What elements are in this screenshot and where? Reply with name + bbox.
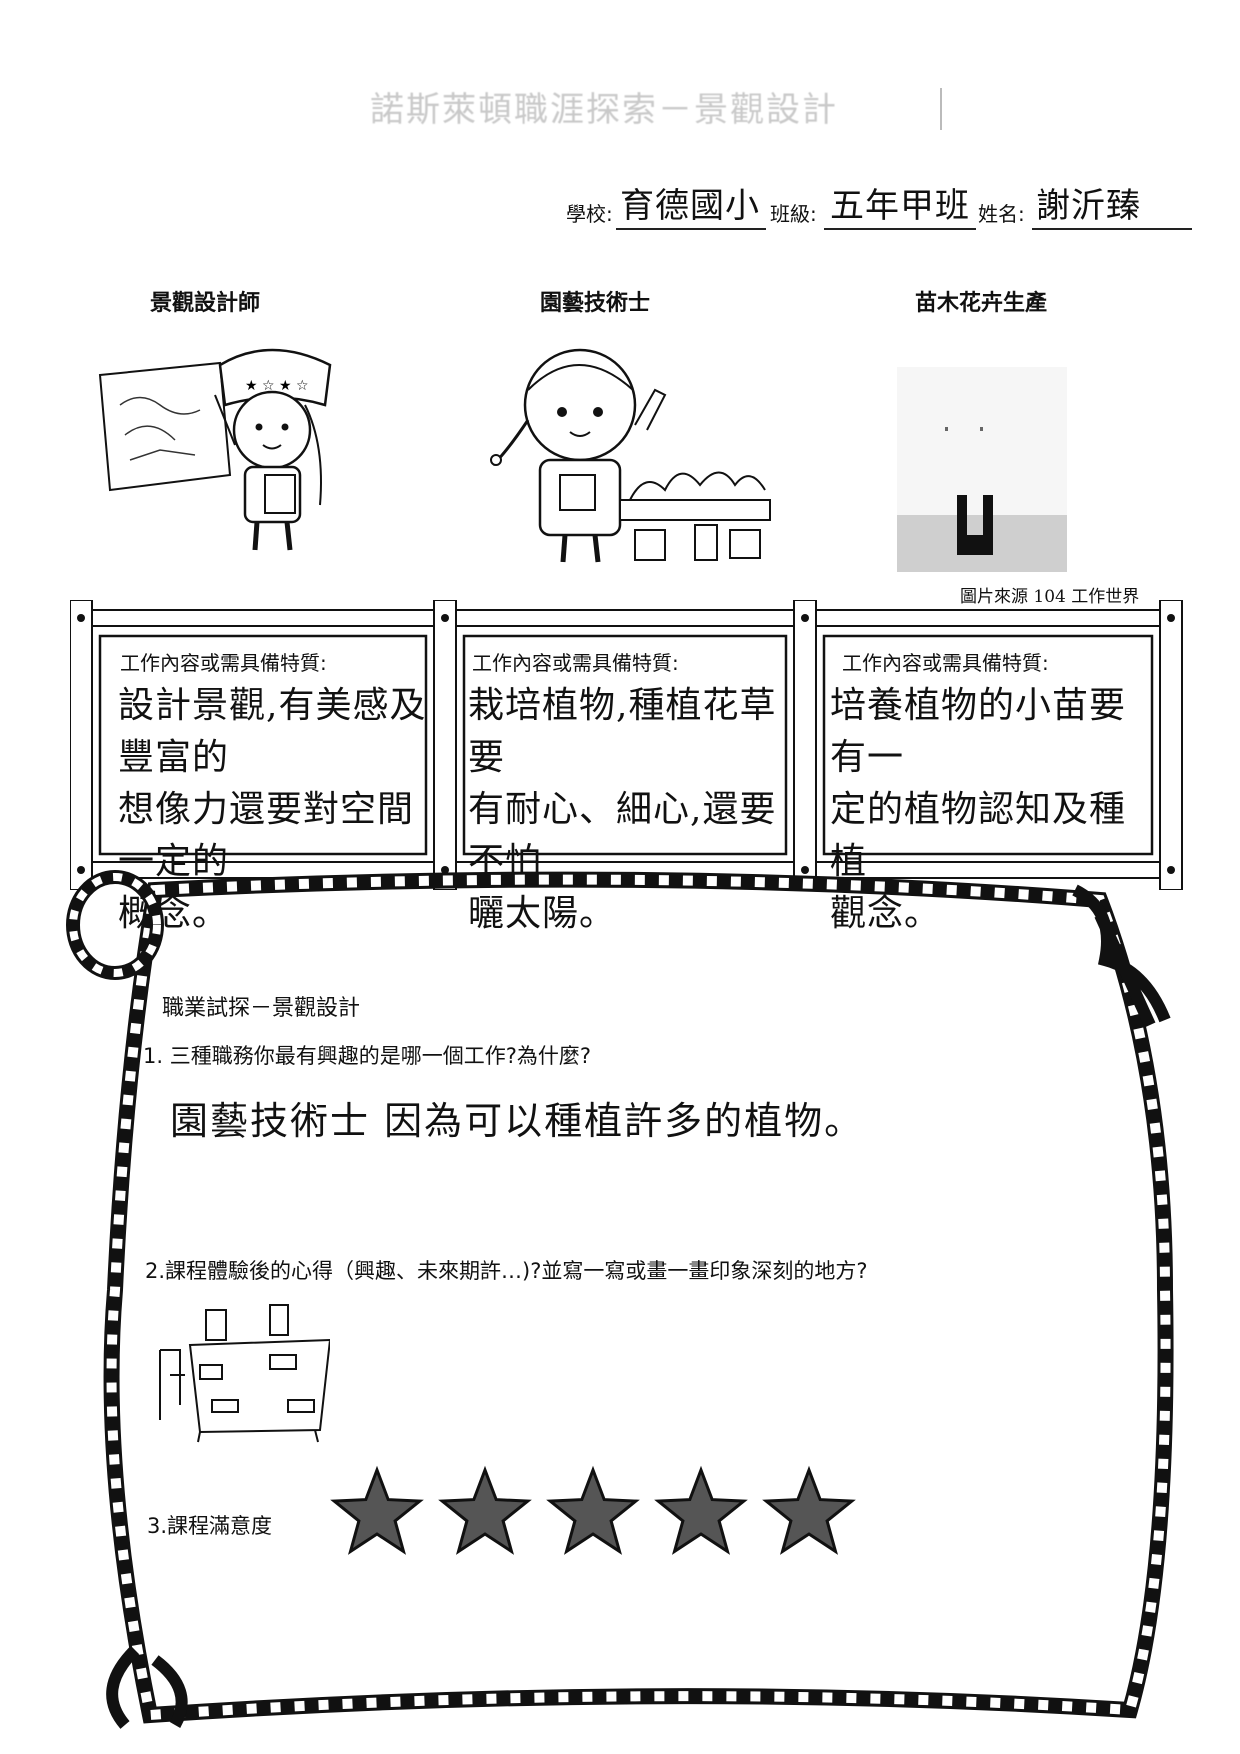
class-value: 五年甲班	[830, 186, 970, 226]
question-3: 3.課程滿意度	[147, 1514, 273, 1538]
school-label: 學校:	[566, 202, 613, 226]
board-2-text: 栽培植物,種植花草要 有耐心、細心,還要不怕 曬太陽。	[468, 680, 788, 940]
question-2: 2.課程體驗後的心得（興趣、未來期許…)?並寫一寫或畫一畫印象深刻的地方?	[145, 1259, 868, 1283]
board-2-line: 曬太陽。	[468, 893, 617, 934]
wooden-board-frame	[70, 600, 1183, 890]
board-3-line: 觀念。	[830, 893, 942, 934]
star-icon[interactable]	[438, 1465, 533, 1560]
school-value: 育德國小	[620, 186, 760, 226]
class-label: 班級:	[770, 202, 817, 226]
board-1-text: 設計景觀,有美感及豐富的 想像力還要對空間一定的 概念。	[118, 680, 438, 940]
board-1-line: 概念。	[118, 893, 230, 934]
name-value: 謝沂臻	[1036, 186, 1141, 226]
svg-text:★ ☆ ★ ☆: ★ ☆ ★ ☆	[245, 378, 309, 394]
answer-1: 園藝技術士 因為可以種植許多的植物。	[170, 1099, 865, 1143]
star-icon[interactable]	[330, 1465, 425, 1560]
board-1-label: 工作內容或需具備特質:	[120, 651, 327, 675]
satisfaction-stars	[330, 1465, 856, 1565]
name-label: 姓名:	[978, 202, 1025, 226]
board-3-text: 培養植物的小苗要有一 定的植物認知及種植 觀念。	[830, 680, 1160, 940]
board-3-line: 定的植物認知及種植	[830, 789, 1127, 882]
image-credit: 圖片來源 104 工作世界	[960, 587, 1140, 607]
star-icon[interactable]	[762, 1465, 857, 1560]
seedling-production-photo	[897, 367, 1067, 572]
landscape-designer-girl-illustration: ★ ☆ ★ ☆	[98, 348, 332, 551]
board-1-line: 想像力還要對空間一定的	[118, 789, 415, 882]
board-1-line: 設計景觀,有美感及豐富的	[118, 685, 427, 778]
board-3-label: 工作內容或需具備特質:	[842, 651, 1049, 675]
title-bracket	[940, 88, 942, 130]
name-underline	[1032, 228, 1192, 230]
school-underline	[616, 228, 766, 230]
class-underline	[824, 228, 976, 230]
role-title-landscape-designer: 景觀設計師	[150, 291, 261, 316]
question-1: 1. 三種職務你最有興趣的是哪一個工作?為什麼?	[143, 1044, 592, 1068]
worksheet-title: 諾斯萊頓職涯探索－景觀設計	[370, 90, 838, 130]
board-2-label: 工作內容或需具備特質:	[472, 651, 679, 675]
board-3-line: 培養植物的小苗要有一	[830, 685, 1127, 778]
role-title-gardener: 園藝技術士	[540, 291, 651, 316]
classroom-table-drawing	[159, 1304, 330, 1443]
board-2-line: 栽培植物,種植花草要	[468, 685, 777, 778]
star-icon[interactable]	[654, 1465, 749, 1560]
section-title: 職業試探－景觀設計	[162, 996, 361, 1021]
star-icon[interactable]	[546, 1465, 641, 1560]
gardener-girl-illustration	[490, 348, 771, 563]
role-title-seedling: 苗木花卉生產	[915, 291, 1048, 316]
rope-border	[66, 870, 1174, 1729]
